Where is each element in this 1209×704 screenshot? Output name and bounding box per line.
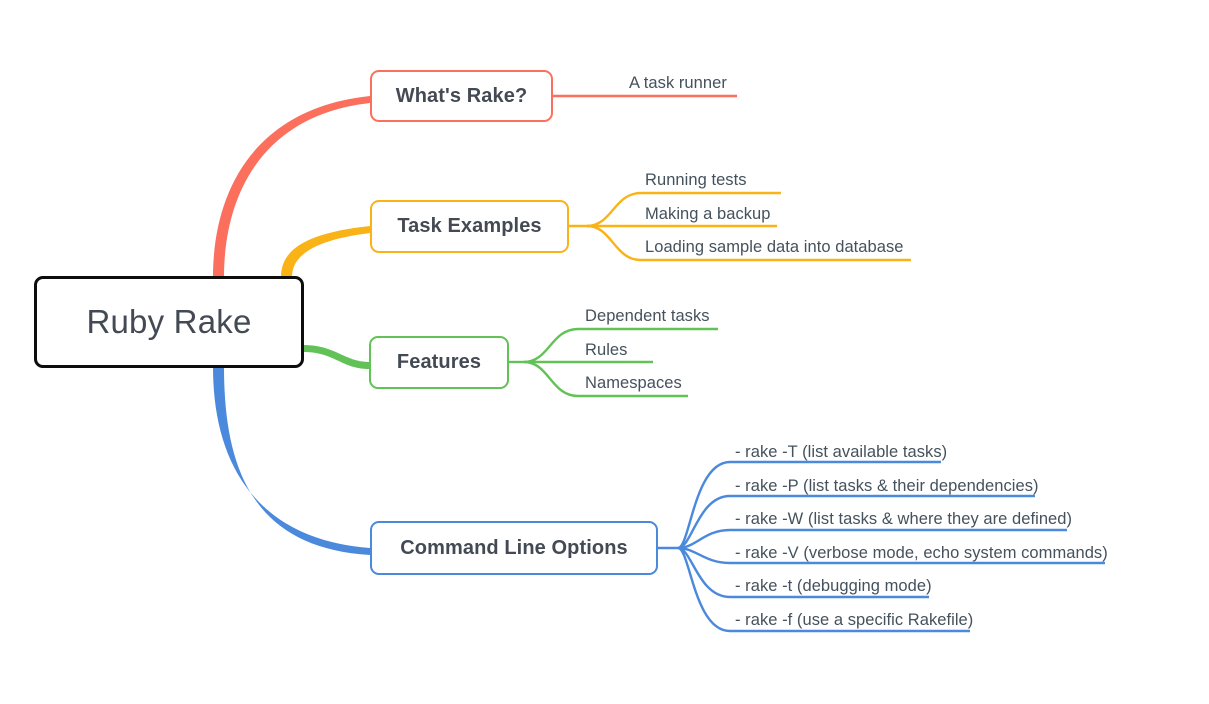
edge-root-to-whats-rake [213,96,370,277]
leaf-task-examples-2[interactable]: Loading sample data into database [645,238,904,256]
leaf-task-examples-0[interactable]: Running tests [645,171,747,189]
leaf-command-line-0[interactable]: - rake -T (list available tasks) [735,443,948,461]
leaf-command-line-4[interactable]: - rake -t (debugging mode) [735,577,932,595]
mindmap-root-node[interactable]: Ruby Rake [34,276,304,368]
edge-root-to-command-line [213,367,370,555]
branch-label-whats-rake: What's Rake? [395,84,528,107]
branch-node-command-line-options[interactable]: Command Line Options [370,521,658,575]
branch-label-features: Features [396,351,482,373]
leaf-task-examples-1[interactable]: Making a backup [645,205,771,223]
root-label: Ruby Rake [86,303,252,340]
leaf-whats-rake-0[interactable]: A task runner [629,74,727,92]
leaf-features-2[interactable]: Namespaces [585,374,682,392]
edge-root-to-features [304,345,369,369]
branch-label-command-line-options: Command Line Options [400,536,628,559]
branch-label-task-examples: Task Examples [397,215,542,237]
branch-node-whats-rake[interactable]: What's Rake? [370,70,553,122]
leaf-features-1[interactable]: Rules [585,341,628,359]
leaf-command-line-2[interactable]: - rake -W (list tasks & where they are d… [735,510,1073,528]
leaf-command-line-3[interactable]: - rake -V (verbose mode, echo system com… [735,544,1108,562]
leaf-command-line-5[interactable]: - rake -f (use a specific Rakefile) [735,611,974,629]
branch-node-features[interactable]: Features [369,336,509,389]
leaf-command-line-1[interactable]: - rake -P (list tasks & their dependenci… [735,477,1039,495]
branch-node-task-examples[interactable]: Task Examples [370,200,569,253]
edge-root-to-task-examples [281,226,370,277]
leaf-features-0[interactable]: Dependent tasks [585,307,710,325]
